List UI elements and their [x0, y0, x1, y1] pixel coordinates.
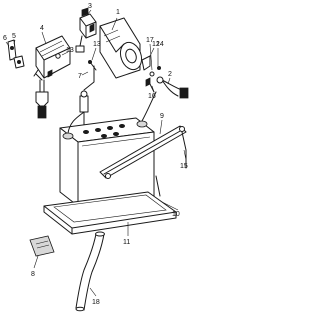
callout-15: 15: [180, 163, 188, 170]
regulator-part: [33, 35, 71, 119]
callout-5: 5: [12, 33, 16, 40]
clip-part: [7, 39, 25, 69]
callout-7: 7: [78, 73, 82, 80]
callout-14: 14: [156, 41, 164, 48]
callout-13b: 13: [93, 41, 101, 48]
callout-1: 1: [116, 9, 120, 16]
cable-part: [156, 76, 189, 99]
battery-tray: [43, 191, 177, 235]
drain-tube: [75, 231, 105, 312]
callout-3: 3: [88, 3, 92, 10]
label-plate: [29, 235, 55, 257]
diagram-canvas: 1 2 3 4 5 6 7 8 9 10 11 12 13 13 14 15 1…: [3, 3, 189, 312]
relay-part: [75, 7, 97, 53]
fuse-holder-part: [79, 65, 95, 129]
callout-labels: 1 2 3 4 5 6 7 8 9 10 11 12 13 13 14 15 1…: [3, 3, 188, 306]
callout-9: 9: [160, 113, 164, 120]
leader-lines: [5, 9, 187, 297]
parts-diagram: 1 2 3 4 5 6 7 8 9 10 11 12 13 13 14 15 1…: [3, 3, 189, 312]
callout-16: 16: [148, 93, 156, 100]
callout-6: 6: [3, 35, 7, 42]
coil-part: [99, 17, 151, 79]
callout-13a: 13: [66, 47, 74, 54]
callout-17: 17: [146, 37, 154, 44]
callout-11: 11: [123, 239, 130, 246]
callout-12: 12: [152, 41, 160, 48]
callout-18: 18: [92, 299, 100, 306]
hardware-parts: [55, 53, 161, 93]
callout-10: 10: [172, 211, 180, 218]
callout-2: 2: [168, 71, 172, 78]
callout-8: 8: [31, 271, 35, 278]
callout-4: 4: [40, 25, 44, 32]
